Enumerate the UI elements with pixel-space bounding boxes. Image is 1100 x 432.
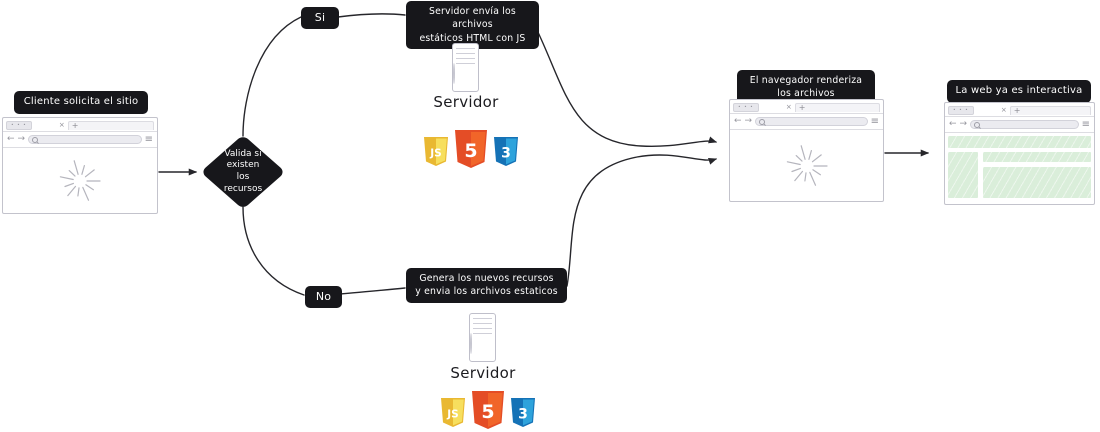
css3-badge: 3	[511, 398, 535, 427]
power-button-icon	[470, 333, 472, 354]
page-sidebar-block	[948, 152, 978, 198]
decision-diamond: Valida si existen los recursos	[200, 134, 286, 210]
svg-text:3: 3	[501, 146, 511, 162]
window-controls-icon: • • •	[6, 120, 32, 130]
window-controls-icon: • • •	[733, 102, 759, 112]
new-tab-icon: +	[67, 120, 154, 130]
browser-toolbar: ← → ≡	[3, 131, 157, 148]
address-bar	[970, 120, 1079, 129]
svg-text:5: 5	[464, 140, 477, 162]
browser-window-renderer: • • • × + ← → ≡	[729, 99, 884, 202]
forward-icon: →	[17, 134, 26, 144]
node-server-sends-label: Servidor envía los archivos estáticos HT…	[406, 1, 539, 50]
browser-toolbar: ← → ≡	[730, 113, 883, 130]
search-icon	[759, 118, 766, 125]
svg-text:5: 5	[481, 401, 494, 423]
browser-content-rendered	[945, 133, 1094, 204]
server-tower-icon	[469, 313, 496, 362]
browser-content-loading	[3, 148, 157, 213]
connector-decision-to-yes	[242, 16, 302, 137]
address-bar	[755, 117, 868, 126]
css3-badge: 3	[494, 137, 518, 166]
search-icon	[974, 121, 981, 128]
browser-tabbar: • • • × +	[730, 100, 883, 113]
decision-text: Valida si existen los recursos	[223, 148, 263, 194]
address-bar	[28, 135, 142, 144]
page-header-block	[948, 136, 1091, 148]
svg-text:3: 3	[518, 407, 528, 423]
browser-content-loading	[730, 130, 883, 201]
new-tab-icon: +	[1009, 105, 1091, 115]
loading-spinner-icon	[786, 144, 828, 186]
connector-yes-to-server-sends	[337, 13, 406, 18]
page-main-block	[983, 167, 1091, 198]
server-bottom-caption: Servidor	[450, 364, 516, 382]
forward-icon: →	[959, 119, 968, 129]
menu-icon: ≡	[1081, 118, 1090, 130]
new-tab-icon: +	[794, 102, 880, 112]
server-top-caption: Servidor	[433, 93, 499, 111]
node-no-label: No	[305, 286, 342, 308]
connector-generates-to-render	[566, 154, 718, 287]
connector-server-sends-to-render	[535, 27, 718, 147]
javascript-badge: JS	[441, 398, 465, 427]
connector-no-to-generates	[339, 287, 406, 295]
browser-tabbar: • • • × +	[3, 118, 157, 131]
svg-text:JS: JS	[429, 148, 441, 160]
back-icon: ←	[734, 116, 742, 126]
node-yes-label: Si	[301, 7, 339, 29]
back-icon: ←	[949, 119, 957, 129]
power-button-icon	[453, 63, 455, 84]
search-icon	[32, 136, 39, 143]
browser-toolbar: ← → ≡	[945, 116, 1094, 133]
javascript-badge: JS	[424, 137, 448, 166]
node-generates-label: Genera los nuevos recursos y envia los a…	[406, 268, 567, 303]
page-bar-block	[983, 152, 1091, 162]
tab-close-icon: ×	[1000, 105, 1007, 114]
browser-tabbar: • • • × +	[945, 103, 1094, 116]
tech-badges-top: JS 5 3	[423, 129, 519, 169]
node-client-label: Cliente solicita el sitio	[14, 91, 148, 114]
tab-close-icon: ×	[58, 120, 65, 129]
back-icon: ←	[7, 134, 15, 144]
node-interactive-label: La web ya es interactiva	[947, 80, 1091, 103]
browser-window-client: • • • × + ← → ≡	[2, 117, 158, 214]
loading-spinner-icon	[59, 159, 101, 201]
svg-text:JS: JS	[446, 409, 458, 421]
menu-icon: ≡	[870, 115, 879, 127]
window-controls-icon: • • •	[948, 105, 974, 115]
html5-badge: 5	[455, 130, 487, 168]
menu-icon: ≡	[144, 133, 153, 145]
html5-badge: 5	[472, 391, 504, 429]
forward-icon: →	[744, 116, 753, 126]
connector-decision-to-no	[242, 206, 305, 296]
browser-window-result: • • • × + ← → ≡	[944, 102, 1095, 205]
tech-badges-bottom: JS 5 3	[440, 390, 536, 430]
tab-close-icon: ×	[785, 102, 792, 111]
server-tower-icon	[452, 43, 479, 92]
